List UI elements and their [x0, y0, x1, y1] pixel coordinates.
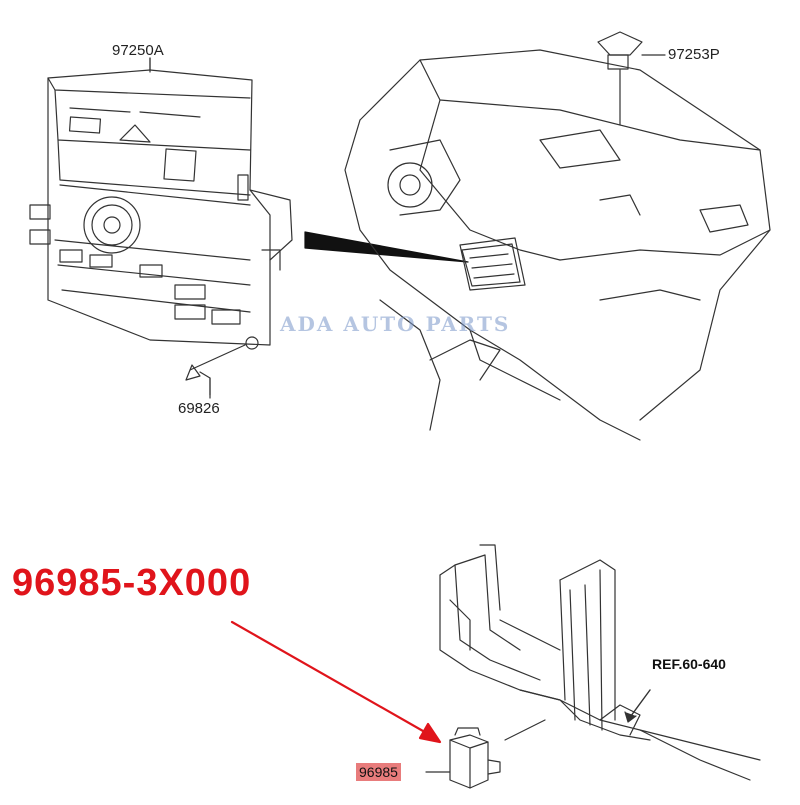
screw-69826	[185, 336, 259, 396]
part-96985	[425, 727, 501, 789]
connector-arrow	[304, 231, 469, 263]
label-69826: 69826	[178, 400, 220, 417]
body-structure-drawing	[439, 544, 761, 781]
label-97250A: 97250A	[112, 42, 164, 59]
sensor-97253P	[597, 31, 666, 70]
dashboard-drawing	[344, 49, 771, 441]
part-number-headline: 96985-3X000	[12, 562, 252, 604]
watermark: ADA AUTO PARTS	[280, 312, 511, 336]
red-pointer-arrow	[230, 620, 442, 744]
label-97253P: 97253P	[668, 46, 720, 63]
label-ref: REF.60-640	[652, 656, 726, 672]
climate-control-unit	[29, 57, 293, 346]
label-96985-highlighted: 96985	[356, 763, 401, 781]
